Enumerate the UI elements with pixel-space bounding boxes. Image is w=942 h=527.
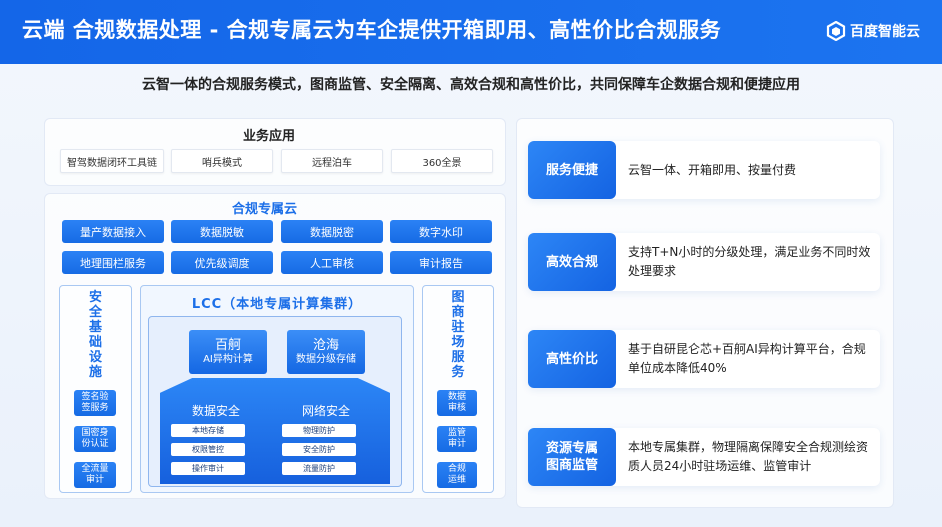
- data-security-item: 本地存储: [171, 424, 245, 437]
- brand-name: 百度智能云: [850, 24, 920, 40]
- business-app-item: 智驾数据闭环工具链: [60, 149, 164, 173]
- security-item-line: 签名验: [81, 392, 109, 402]
- map-service-item-line: 运维: [447, 475, 466, 485]
- cloud-service-item: 审计报告: [390, 251, 492, 274]
- map-service-item: 合规 运维: [437, 462, 477, 488]
- data-security-title: 数据安全: [192, 404, 241, 418]
- map-service-box: 图 商 驻 场 服 务 数据 审核 监管 审计 合规 运维: [422, 285, 494, 493]
- network-security-item: 安全防护: [282, 443, 356, 456]
- cloud-service-item: 数字水印: [390, 220, 492, 243]
- advantage-badge-line: 图商监管: [545, 458, 598, 473]
- cloud-service-item: 数据脱密: [281, 220, 383, 243]
- title-char: 服: [451, 350, 465, 365]
- title-char: 驻: [451, 320, 465, 335]
- title-char: 基: [88, 320, 102, 335]
- advantage-badge-line: 服务便捷: [545, 162, 598, 178]
- map-service-item: 数据 审核: [437, 390, 477, 416]
- business-apps-title: 业务应用: [243, 129, 296, 144]
- advantage-badge-line: 高性价比: [545, 351, 598, 367]
- brand-logo: 百度智能云: [826, 20, 920, 42]
- network-security-title: 网络安全: [302, 404, 351, 418]
- title-char: 础: [88, 335, 102, 350]
- lcc-title: LCC（本地专属计算集群）: [191, 297, 363, 312]
- advantage-badge: 高性价比: [528, 330, 616, 388]
- map-service-title: 图 商 驻 场 服 务: [423, 290, 493, 380]
- security-item-line: 国密身: [81, 428, 109, 438]
- cube-name: 百舸: [214, 338, 241, 353]
- cloud-service-item: 数据脱敏: [171, 220, 273, 243]
- map-service-item-line: 审核: [447, 403, 466, 413]
- security-item-line: 全流量: [81, 464, 109, 474]
- security-item-line: 签服务: [81, 403, 109, 413]
- map-service-item-line: 合规: [447, 464, 466, 474]
- business-app-item: 哨兵模式: [171, 149, 273, 173]
- advantage-text: 本地专属集群，物理隔离保障安全合规测绘资质人员24小时驻场运维、监管审计: [628, 440, 869, 473]
- header-bar: 云端 合规数据处理 - 合规专属云为车企提供开箱即用、高性价比合规服务 百度智能…: [0, 0, 942, 64]
- baidu-cloud-logo-icon: [826, 21, 846, 41]
- title-char: 务: [451, 365, 465, 380]
- security-item-line: 审计: [85, 475, 104, 485]
- network-security-item: 物理防护: [282, 424, 356, 437]
- map-service-item-line: 审计: [447, 439, 466, 449]
- data-security-item: 权限管控: [171, 443, 245, 456]
- advantage-card: 资源专属 图商监管 本地专属集群，物理隔离保障安全合规测绘资质人员24小时驻场运…: [528, 428, 880, 486]
- canghai-storage-cube: 沧海 数据分级存储: [287, 330, 365, 374]
- cloud-service-item: 量产数据接入: [62, 220, 164, 243]
- advantage-text: 基于自研昆仑芯+百舸AI异构计算平台，合规单位成本降低40%: [628, 342, 866, 375]
- cube-desc: AI异构计算: [203, 354, 253, 365]
- advantage-badge: 服务便捷: [528, 141, 616, 199]
- page-title: 云端 合规数据处理 - 合规专属云为车企提供开箱即用、高性价比合规服务: [22, 18, 722, 42]
- title-char: 图: [451, 290, 465, 305]
- cube-name: 沧海: [312, 338, 339, 353]
- security-infra-box: 安 全 基 础 设 施 签名验 签服务 国密身 份认证 全流量 审计: [59, 285, 132, 493]
- compliance-cloud-title: 合规专属云: [232, 202, 298, 217]
- cube-desc: 数据分级存储: [296, 354, 356, 365]
- security-item: 国密身 份认证: [74, 426, 116, 452]
- security-item: 全流量 审计: [74, 462, 116, 488]
- baige-compute-cube: 百舸 AI异构计算: [189, 330, 267, 374]
- advantage-card: 高效合规 支持T+N小时的分级处理，满足业务不同时效处理要求: [528, 233, 880, 291]
- cloud-service-item: 地理围栏服务: [62, 251, 164, 274]
- advantage-badge-line: 高效合规: [545, 254, 598, 270]
- security-infra-title: 安 全 基 础 设 施: [60, 290, 131, 380]
- business-app-item: 360全景: [391, 149, 493, 173]
- business-app-item: 远程泊车: [281, 149, 383, 173]
- advantage-badge: 高效合规: [528, 233, 616, 291]
- page-subtitle: 云智一体的合规服务模式，图商监管、安全隔离、高效合规和高性价比，共同保障车企数据…: [142, 77, 800, 93]
- title-char: 全: [88, 305, 102, 320]
- cloud-service-item: 人工审核: [281, 251, 383, 274]
- title-char: 施: [88, 365, 102, 380]
- network-security-item: 流量防护: [282, 462, 356, 475]
- advantage-card: 服务便捷 云智一体、开箱即用、按量付费: [528, 141, 880, 199]
- title-char: 设: [88, 350, 102, 365]
- advantage-text: 支持T+N小时的分级处理，满足业务不同时效处理要求: [628, 245, 871, 278]
- data-security-item: 操作审计: [171, 462, 245, 475]
- advantage-card: 高性价比 基于自研昆仑芯+百舸AI异构计算平台，合规单位成本降低40%: [528, 330, 880, 388]
- map-service-item-line: 监管: [447, 428, 466, 438]
- advantage-badge: 资源专属 图商监管: [528, 428, 616, 486]
- cloud-service-item: 优先级调度: [171, 251, 273, 274]
- title-char: 商: [451, 305, 465, 320]
- map-service-item: 监管 审计: [437, 426, 477, 452]
- map-service-item-line: 数据: [447, 392, 466, 402]
- advantage-text: 云智一体、开箱即用、按量付费: [628, 162, 797, 177]
- advantage-badge-line: 资源专属: [545, 441, 598, 456]
- title-char: 场: [451, 335, 465, 350]
- title-char: 安: [88, 290, 102, 305]
- security-item-line: 份认证: [81, 439, 109, 449]
- security-item: 签名验 签服务: [74, 390, 116, 416]
